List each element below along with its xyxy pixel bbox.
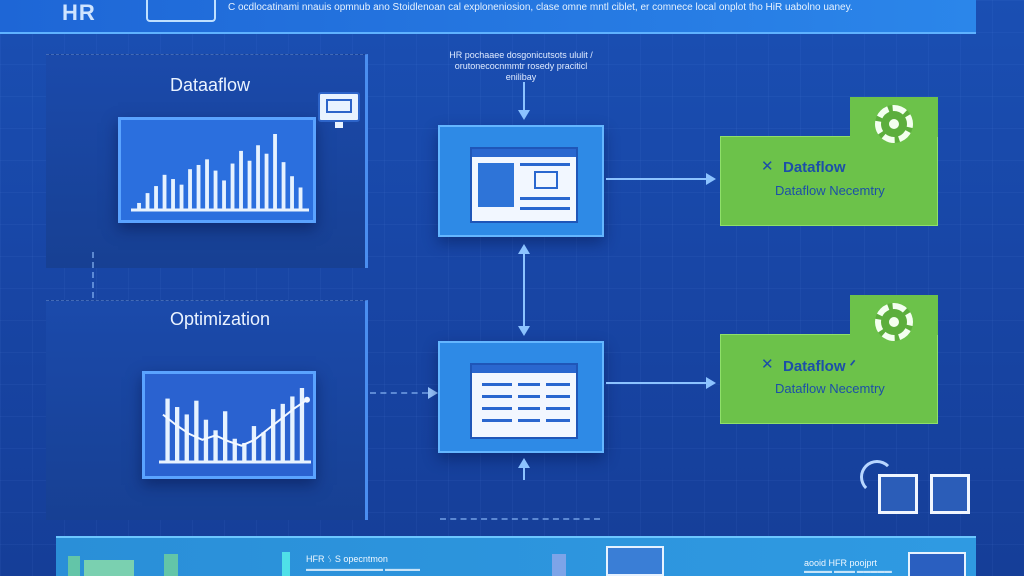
dashed-connector <box>92 252 94 298</box>
gear-icon <box>875 303 913 341</box>
chart-bar <box>213 430 218 462</box>
optimization-chart <box>142 371 316 479</box>
header-banner: HR C ocdlocatinami nnauis opmnub ano Sto… <box>0 0 976 34</box>
dataflow-panel: Dataaflow <box>46 54 368 268</box>
chart-bar <box>205 159 209 210</box>
chart-bar <box>290 396 295 462</box>
output-node-top[interactable]: ✕ Dataflow Dataflow Necemtry <box>720 97 938 226</box>
dataflow-chart <box>118 117 316 223</box>
chart-bar <box>145 193 150 210</box>
arrow-up-icon <box>518 244 530 254</box>
chart-bar <box>162 174 167 210</box>
chart-bar <box>184 414 189 462</box>
chart-bar <box>299 388 305 462</box>
chart-bar <box>271 409 276 462</box>
footer-bar-icon <box>84 560 134 576</box>
chart-bar <box>196 164 201 210</box>
output-marker: ✕ <box>761 356 774 373</box>
chart-bar <box>247 160 252 210</box>
chart-bar <box>239 150 243 210</box>
monitor-icon[interactable] <box>318 92 360 128</box>
output-title: Dataflow <box>783 159 846 176</box>
chart-bar <box>251 426 257 462</box>
footer-text-left-sub: ▬▬▬▬▬▬▬▬▬▬▬ ▬▬▬▬▬ <box>306 566 420 573</box>
chart-trend-line <box>162 398 308 447</box>
footer-bar-icon <box>164 554 178 576</box>
arrow-down-icon <box>518 110 530 120</box>
document-icon <box>470 147 578 223</box>
arrow-up-icon <box>518 458 530 468</box>
chart-trend-point <box>304 396 310 403</box>
chart-bar <box>273 134 277 210</box>
dataflow-panel-title: Dataaflow <box>170 75 251 95</box>
arrow-line <box>606 382 708 384</box>
dashed-connector <box>370 392 428 394</box>
chart-bar <box>154 186 158 210</box>
footer-text-left: HFR ᛊ S opecntmon <box>306 554 388 564</box>
chart-bar <box>281 162 286 210</box>
chart-bar <box>165 398 170 462</box>
chart-bar <box>232 438 237 462</box>
output-marker: ✕ <box>761 158 774 175</box>
header-description: C ocdlocatinami nnauis opmnub ano Stoidl… <box>228 2 853 13</box>
output-subtitle: Dataflow Necemtry <box>775 381 885 396</box>
chart-bar <box>242 442 247 462</box>
footer-text-right: aooid HFR poojprt <box>804 558 878 568</box>
chart-bar <box>171 179 175 210</box>
gear-icon <box>875 105 913 143</box>
chart-bar <box>280 403 285 462</box>
chart-bar <box>179 184 184 210</box>
chart-bar <box>264 153 269 210</box>
process-node-top[interactable] <box>438 125 604 237</box>
chart-bar <box>261 432 266 462</box>
dashed-connector <box>440 518 600 520</box>
chart-bar <box>213 170 218 210</box>
arrow-line <box>523 82 525 112</box>
footer-screen-icon <box>908 552 966 576</box>
optimization-panel: Optimization <box>46 300 368 520</box>
footer-bar-icon <box>282 552 290 576</box>
chart-bar <box>137 202 141 210</box>
arrow-right-icon <box>428 387 438 399</box>
output-subtitle: Dataflow Necemtry <box>775 183 885 198</box>
chart-bar <box>223 411 228 462</box>
footer-bar-icon <box>552 554 566 576</box>
chart-bar <box>256 145 260 210</box>
optimization-panel-title: Optimization <box>170 309 271 329</box>
arrow-line <box>523 252 525 328</box>
arrow-right-icon <box>706 173 716 185</box>
chart-bar <box>290 176 294 210</box>
optimization-chart-svg <box>159 388 311 464</box>
arrow-line <box>606 178 708 180</box>
toolbox-icon <box>146 0 216 22</box>
footer-bar-icon <box>68 556 80 576</box>
table-icon <box>470 363 578 439</box>
arrow-down-icon <box>518 326 530 336</box>
refresh-icon[interactable] <box>860 460 894 494</box>
user-icon[interactable] <box>930 474 970 514</box>
footer-screen-icon <box>606 546 664 576</box>
footer-strip: HFR ᛊ S opecntmon ▬▬▬▬▬▬▬▬▬▬▬ ▬▬▬▬▬ aooi… <box>56 536 976 576</box>
output-node-bottom[interactable]: ✕ Dataflow ᐟ Dataflow Necemtry <box>720 295 938 424</box>
chart-bar <box>222 180 226 210</box>
edit-icon[interactable] <box>878 474 918 514</box>
chart-bar <box>298 187 303 210</box>
chart-bar <box>188 169 192 210</box>
dataflow-chart-svg <box>131 134 309 212</box>
chart-bar <box>230 163 235 210</box>
output-title: Dataflow ᐟ <box>783 358 857 375</box>
arrow-line <box>523 466 525 480</box>
center-note: HR pochaaee dosgonicutsots ululit / orut… <box>449 50 593 82</box>
chart-bar <box>203 419 209 462</box>
hr-logo: HR <box>62 0 96 25</box>
arrow-right-icon <box>706 377 716 389</box>
process-node-bottom[interactable] <box>438 341 604 453</box>
chart-bar <box>194 400 199 462</box>
chart-bar <box>175 407 180 462</box>
footer-text-right-sub: ▬▬▬▬ ▬▬▬ ▬▬▬▬▬ <box>804 568 892 575</box>
